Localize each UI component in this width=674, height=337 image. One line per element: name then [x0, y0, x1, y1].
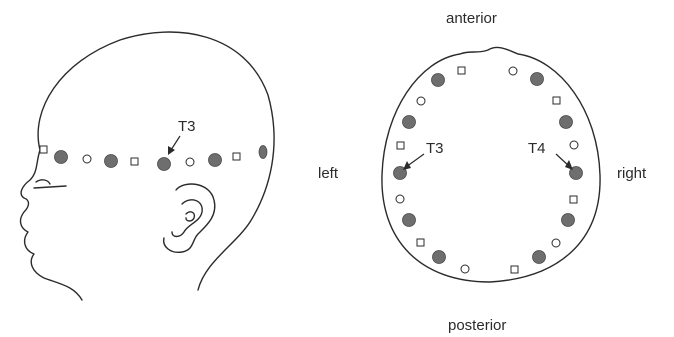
top-square-electrode — [510, 265, 519, 274]
eyelid-mark — [35, 179, 51, 185]
top-filled-electrode — [402, 213, 416, 227]
top-square-electrode — [457, 66, 466, 75]
top-head-outline — [381, 46, 601, 283]
top-filled-electrode — [561, 213, 575, 227]
top-hollow-electrode — [569, 140, 579, 150]
posterior-label: posterior — [448, 317, 506, 334]
side-square-electrode — [39, 145, 48, 154]
side-filled-electrode — [258, 145, 268, 159]
right-label: right — [617, 165, 647, 182]
top-filled-electrode — [432, 250, 446, 264]
side-t3-label: T3 — [178, 118, 196, 135]
top-t3-arrowhead — [403, 161, 411, 170]
anterior-label: anterior — [446, 10, 497, 27]
side-hollow-electrode — [82, 154, 92, 164]
side-filled-electrode — [104, 154, 118, 168]
top-filled-electrode — [530, 72, 544, 86]
side-square-electrode — [232, 152, 241, 161]
top-filled-electrode — [431, 73, 445, 87]
side-view-head: T3 — [19, 31, 275, 301]
eye-mark — [33, 185, 67, 189]
top-t4-arrowhead — [565, 160, 573, 170]
side-filled-electrode-t3 — [157, 157, 171, 171]
side-t3-arrow — [170, 135, 181, 151]
top-hollow-electrode — [551, 238, 561, 248]
top-t4-label: T4 — [528, 140, 546, 157]
side-filled-electrode — [54, 150, 68, 164]
top-hollow-electrode — [416, 96, 426, 106]
top-filled-electrode — [532, 250, 546, 264]
side-head-outline — [37, 31, 275, 291]
top-hollow-electrode — [460, 264, 470, 274]
top-square-electrode — [569, 195, 578, 204]
left-label: left — [318, 165, 339, 182]
side-filled-electrode — [208, 153, 222, 167]
top-square-electrode — [552, 96, 561, 105]
top-square-electrode — [396, 141, 405, 150]
top-view-head: T3 T4 anterior posterior left right — [318, 10, 647, 334]
side-hollow-electrode — [185, 157, 195, 167]
side-square-electrode — [130, 157, 139, 166]
ear-inner — [171, 199, 203, 238]
side-t3-arrowhead — [168, 146, 175, 155]
top-hollow-electrode — [395, 194, 405, 204]
top-square-electrode — [416, 238, 425, 247]
top-t3-label: T3 — [426, 140, 444, 157]
side-face-profile — [19, 149, 83, 301]
top-filled-electrode — [559, 115, 573, 129]
ear — [163, 183, 216, 253]
top-hollow-electrode — [508, 66, 518, 76]
ear-lobe-detail — [185, 211, 196, 222]
top-filled-electrode — [402, 115, 416, 129]
